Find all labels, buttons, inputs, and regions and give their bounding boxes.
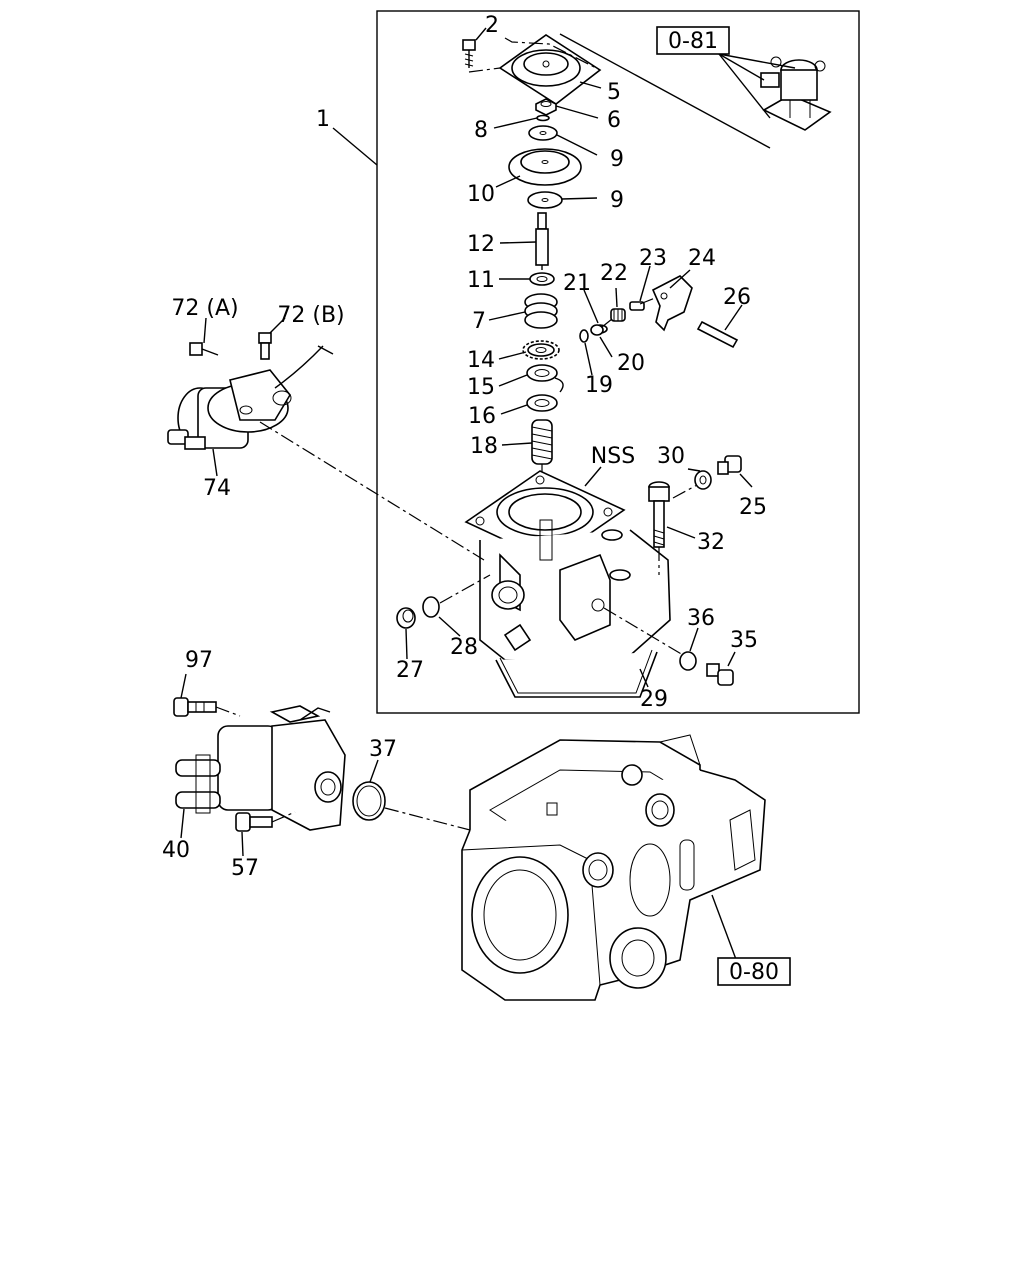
callout-72a[interactable]: 72 (A) [171,296,238,321]
callout-27[interactable]: 27 [396,658,424,683]
callout-10[interactable]: 10 [467,182,495,207]
spring-7 [524,293,558,329]
axis-cover [504,37,601,71]
callout-74[interactable]: 74 [203,476,231,501]
callout-37[interactable]: 37 [369,737,397,762]
callout-18[interactable]: 18 [470,434,498,459]
ref-label-0-81[interactable]: 0-81 [668,29,718,54]
leader-1 [332,127,378,166]
cover-assembly [498,34,602,105]
callout-40[interactable]: 40 [162,838,190,863]
callout-19[interactable]: 19 [585,373,613,398]
ref-box-0-81[interactable] [656,26,730,55]
callout-12[interactable]: 12 [467,232,495,257]
stud-32 [648,481,670,548]
part-20 [590,324,604,336]
shaft-12 [535,212,549,270]
actuator-74 [167,345,334,450]
plate-9-upper [528,125,558,141]
bolt-97 [173,697,217,717]
bolt-25 [717,455,742,475]
gasket-29 [495,649,658,698]
callout-36[interactable]: 36 [687,606,715,631]
plate-9-lower [527,191,563,209]
callout-8[interactable]: 8 [474,118,488,143]
callout-20[interactable]: 20 [617,351,645,376]
oring-19 [579,329,589,343]
bolt-72b [258,332,272,360]
washer-8 [536,114,550,122]
oring-37 [352,781,386,821]
callout-11[interactable]: 11 [467,268,495,293]
bolt-57 [235,812,273,832]
pump-body-0-80 [461,734,766,1001]
callout-15[interactable]: 15 [467,375,495,400]
assembly-frame [376,10,860,714]
callout-25[interactable]: 25 [739,495,767,520]
callout-30[interactable]: 30 [657,444,685,469]
callout-29[interactable]: 29 [640,687,668,712]
callout-97[interactable]: 97 [185,648,213,673]
ring-28 [422,596,440,618]
ring-11 [529,272,555,286]
screw-35 [706,663,734,686]
diaphragm-10 [508,148,582,186]
nut-6 [535,98,557,116]
ref-label-0-80[interactable]: 0-80 [729,960,779,985]
callout-9-upper[interactable]: 9 [610,147,624,172]
callout-22[interactable]: 22 [600,261,628,286]
callout-24[interactable]: 24 [688,246,716,271]
callout-14[interactable]: 14 [467,348,495,373]
pump-40 [175,705,346,831]
callout-nss[interactable]: NSS [591,444,635,469]
callout-6[interactable]: 6 [607,108,621,133]
ref-box-0-80[interactable] [717,957,791,986]
callout-57[interactable]: 57 [231,856,259,881]
callout-26[interactable]: 26 [723,285,751,310]
callout-32[interactable]: 32 [697,530,725,555]
collar-15 [526,364,564,393]
washer-16 [526,394,558,412]
washer-36 [679,651,697,671]
callout-2[interactable]: 2 [485,13,499,38]
spring-18 [531,419,553,465]
callout-9-lower[interactable]: 9 [610,188,624,213]
washer-30 [694,470,712,490]
inset-0-81-assembly [760,56,832,131]
callout-21[interactable]: 21 [563,271,591,296]
callout-23[interactable]: 23 [639,246,667,271]
part-22 [610,308,626,322]
axis-74 [259,421,485,561]
gear-14 [522,340,560,360]
bolt-2 [462,39,476,68]
bolt-72a [189,342,219,356]
lever-24 [651,275,693,332]
callout-72b[interactable]: 72 (B) [277,303,344,328]
callout-5[interactable]: 5 [607,80,621,105]
callout-16[interactable]: 16 [468,404,496,429]
governor-housing [464,470,671,661]
callout-7[interactable]: 7 [472,309,486,334]
callout-1[interactable]: 1 [316,107,330,132]
leader-lines [180,27,753,857]
callout-28[interactable]: 28 [450,635,478,660]
pin-26 [696,320,739,349]
callout-35[interactable]: 35 [730,628,758,653]
plug-27 [396,607,416,629]
